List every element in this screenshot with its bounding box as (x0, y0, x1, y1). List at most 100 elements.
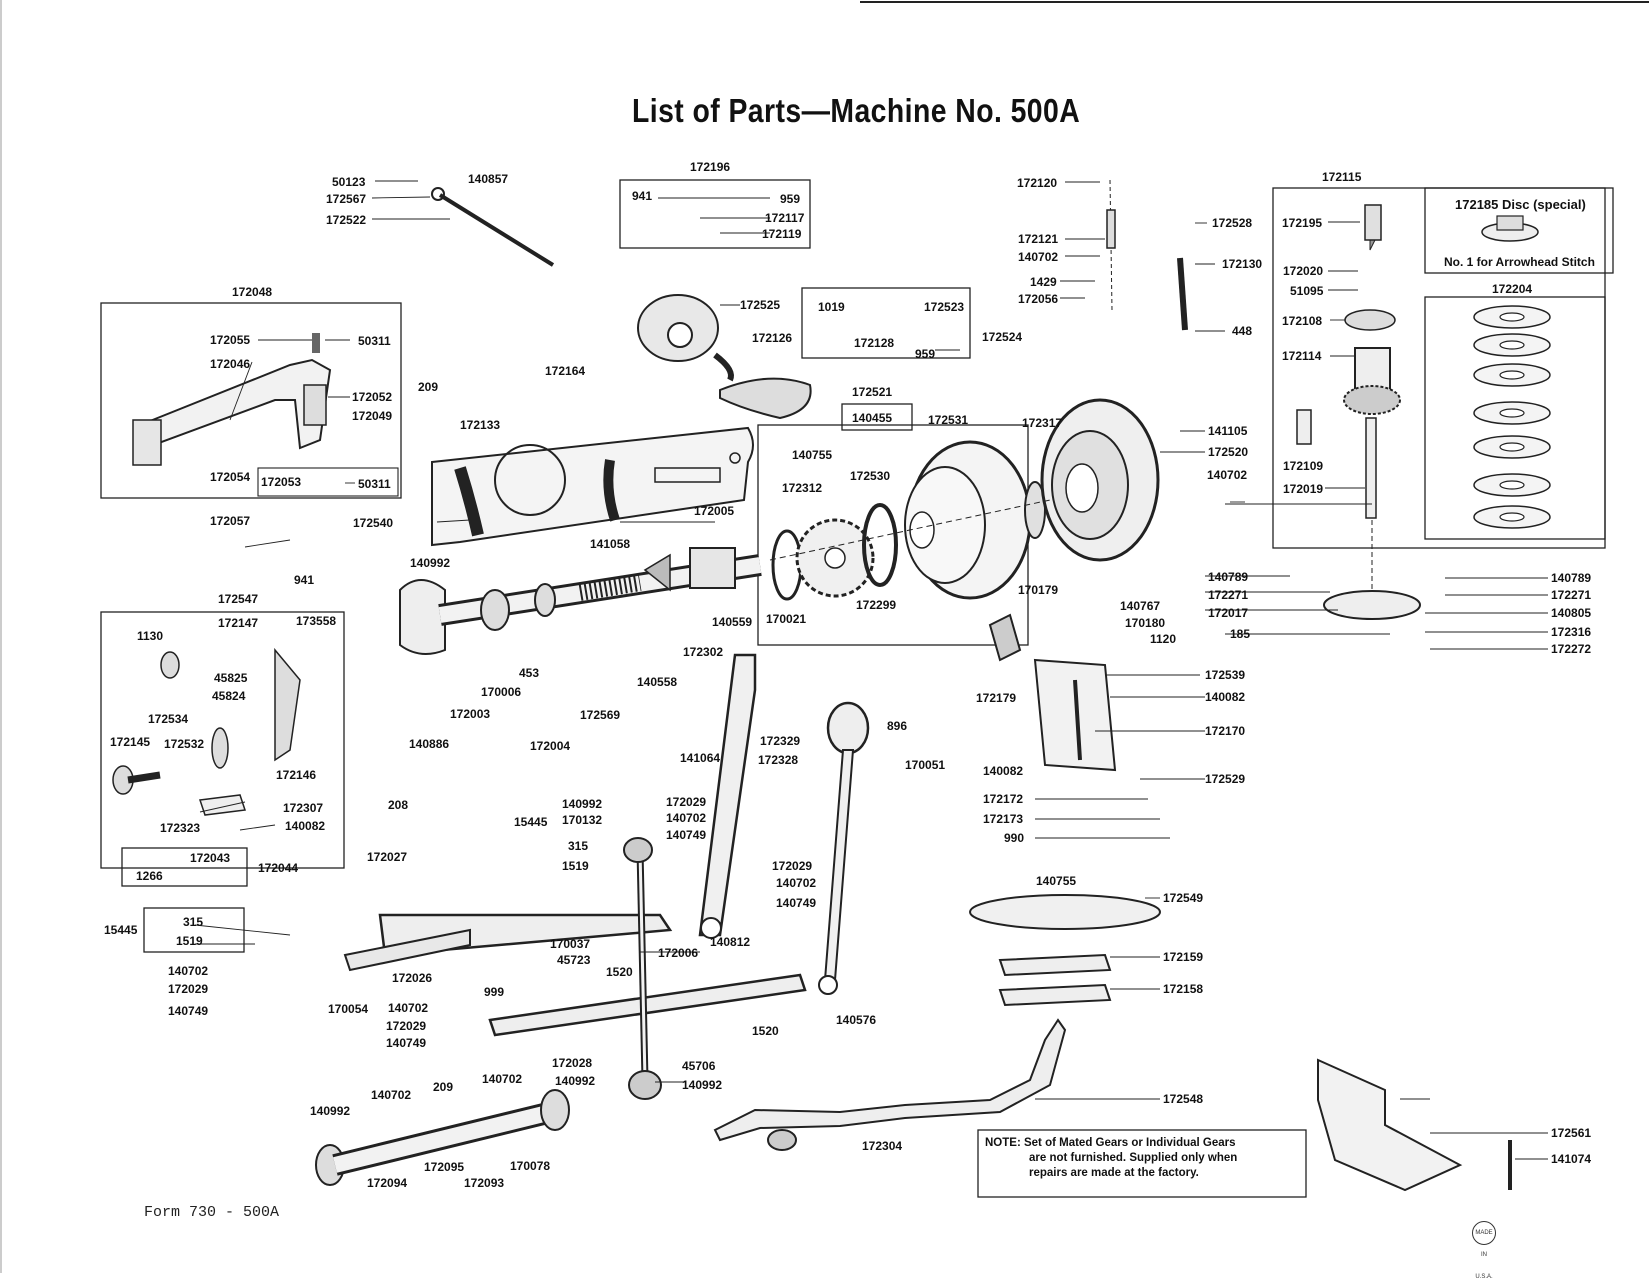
part-label: 172316 (1551, 625, 1591, 639)
part-label: 140992 (310, 1104, 350, 1118)
part-label: 172329 (760, 734, 800, 748)
page-title: List of Parts—Machine No. 500A (632, 92, 1081, 129)
part-label: 172548 (1163, 1092, 1203, 1106)
part-label: 140702 (482, 1072, 522, 1086)
part-label: 315 (568, 839, 588, 853)
part-label: 140559 (712, 615, 752, 629)
part-label: 140992 (410, 556, 450, 570)
disc-special-caption: No. 1 for Arrowhead Stitch (1444, 255, 1595, 269)
part-label: 209 (418, 380, 438, 394)
part-label: 140992 (555, 1074, 595, 1088)
part-label: 172196 (690, 160, 730, 174)
part-label: 185 (1230, 627, 1250, 641)
part-label: 172044 (258, 861, 298, 875)
part-label: 172520 (1208, 445, 1248, 459)
part-label: 172147 (218, 616, 258, 630)
part-label: 140992 (562, 797, 602, 811)
part-label: 172534 (148, 712, 188, 726)
note-line-1: Set of Mated Gears or Individual Gears (1023, 1137, 1236, 1149)
part-label: 170006 (481, 685, 521, 699)
part-label: 170078 (510, 1159, 550, 1173)
part-label: 172126 (752, 331, 792, 345)
note-label: NOTE: (985, 1137, 1021, 1149)
part-label: 172020 (1283, 264, 1323, 278)
part-label: 45824 (212, 689, 246, 703)
part-label: 172109 (1283, 459, 1323, 473)
part-label: 140749 (386, 1036, 426, 1050)
part-label: 172523 (924, 300, 964, 314)
part-label: 140702 (371, 1088, 411, 1102)
part-label: 448 (1232, 324, 1252, 338)
part-label: 172003 (450, 707, 490, 721)
box-172204 (1424, 296, 1606, 540)
part-label: 172299 (856, 598, 896, 612)
part-label: 172539 (1205, 668, 1245, 682)
part-label: 1130 (137, 629, 163, 643)
part-label: 140702 (776, 876, 816, 890)
made-in-usa-stamp: MADE IN U.S.A. (1472, 1221, 1496, 1280)
part-label: 170021 (766, 612, 806, 626)
part-label: 172114 (1282, 349, 1322, 363)
part-label: 172271 (1208, 588, 1248, 602)
part-label: 172046 (210, 357, 250, 371)
box-172547 (100, 611, 345, 869)
box-172048 (100, 302, 402, 499)
part-label: 172179 (976, 691, 1016, 705)
part-label: 172302 (683, 645, 723, 659)
part-label: 172004 (530, 739, 570, 753)
part-label: 170180 (1125, 616, 1165, 630)
part-label: 173558 (296, 614, 336, 628)
part-label: 172052 (352, 390, 392, 404)
part-label: 50311 (358, 334, 391, 348)
part-label: 141074 (1551, 1152, 1591, 1166)
part-label: 172164 (545, 364, 585, 378)
part-label: 941 (632, 189, 652, 203)
part-label: 172128 (854, 336, 894, 350)
part-label: 140749 (168, 1004, 208, 1018)
box-172524 (801, 287, 971, 359)
part-label: 140558 (637, 675, 677, 689)
part-label: 140857 (468, 172, 508, 186)
part-label: 172522 (326, 213, 366, 227)
part-label: 140702 (1018, 250, 1058, 264)
note-box (977, 1129, 1307, 1198)
part-label: 172017 (1208, 606, 1248, 620)
part-label: 141058 (590, 537, 630, 551)
part-label: 1519 (562, 859, 589, 873)
part-label: 172028 (552, 1056, 592, 1070)
part-label: 45706 (682, 1059, 716, 1073)
part-label: 172094 (367, 1176, 407, 1190)
part-label: 140702 (388, 1001, 428, 1015)
part-label: 172115 (1322, 170, 1362, 184)
part-label: 172053 (261, 475, 301, 489)
part-label: 140789 (1208, 570, 1248, 584)
part-label: 172029 (666, 795, 706, 809)
part-label: 172056 (1018, 292, 1058, 306)
part-label: 172323 (160, 821, 200, 835)
part-label: 172530 (850, 469, 890, 483)
part-label: 140702 (1207, 468, 1247, 482)
part-label: 140755 (1036, 874, 1076, 888)
note-line-3: repairs are made at the factory. (1029, 1167, 1199, 1179)
part-label: 172528 (1212, 216, 1252, 230)
part-label: 172027 (367, 850, 407, 864)
part-label: 453 (519, 666, 539, 680)
part-label: 140576 (836, 1013, 876, 1027)
part-label: 172133 (460, 418, 500, 432)
part-label: 172272 (1551, 642, 1591, 656)
part-label: 172054 (210, 470, 250, 484)
part-label: 959 (780, 192, 800, 206)
part-label: 959 (915, 347, 935, 361)
part-label: 172567 (326, 192, 366, 206)
box-172043 (121, 847, 248, 887)
part-label: 172159 (1163, 950, 1203, 964)
part-label: 140886 (409, 737, 449, 751)
part-label: 172521 (852, 385, 892, 399)
part-label: 172158 (1163, 982, 1203, 996)
part-label: 51095 (1290, 284, 1324, 298)
part-label: 172120 (1017, 176, 1057, 190)
box-172196 (619, 179, 811, 249)
part-label: 45723 (557, 953, 591, 967)
part-label: 315 (183, 915, 203, 929)
part-label: 170037 (550, 937, 590, 951)
